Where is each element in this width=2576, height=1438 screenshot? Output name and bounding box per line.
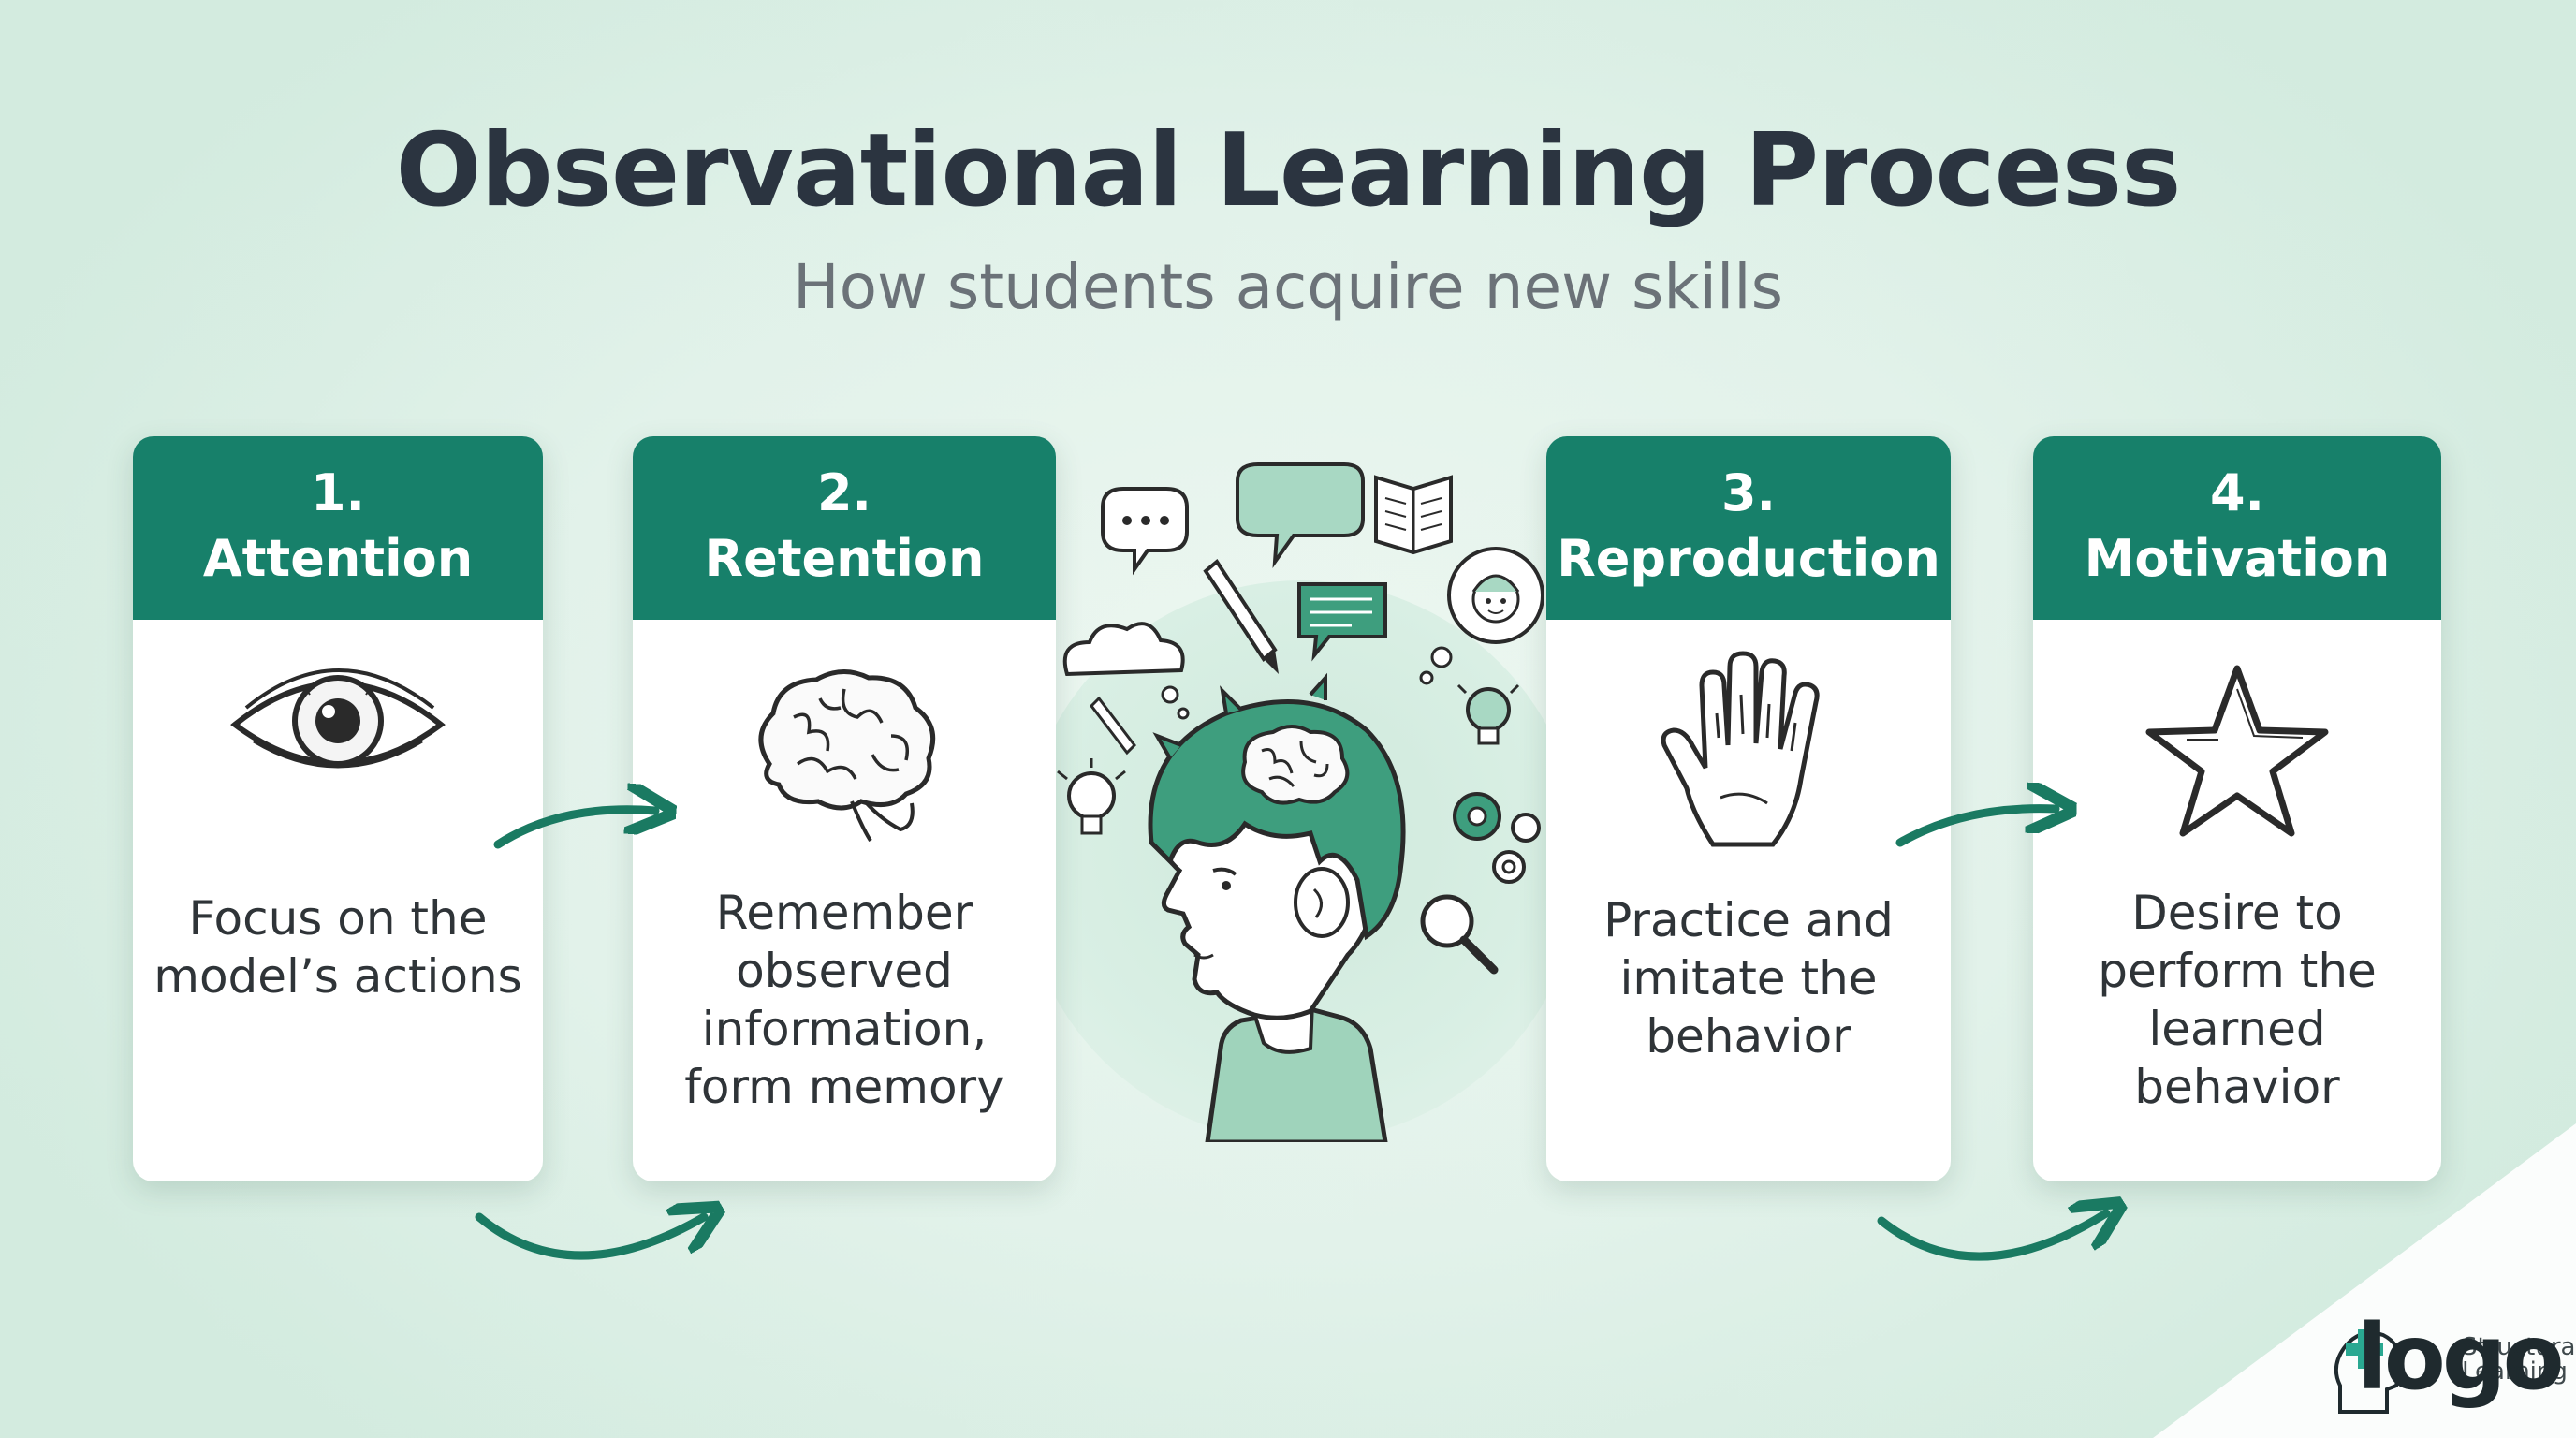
speech-bubble-icon [1236,462,1365,568]
arrow-attention-to-retention-lower [475,1217,704,1260]
brain-icon [633,661,1056,876]
step-number: 4. [2209,463,2265,522]
step-label: Reproduction [1557,529,1940,588]
step-header-attention: 1. Attention [133,436,543,620]
eye-icon [133,652,543,867]
step-number: 1. [310,463,366,522]
step-card-retention: 2. Retention Remember observed informati… [633,436,1056,1181]
arrow-reproduction-to-motivation-upper [1895,809,2056,847]
step-label: Attention [202,529,474,588]
step-number: 2. [816,463,872,522]
cloud-icon [1062,622,1190,720]
child-thought-icon [1419,547,1544,685]
step-description: Practice and imitate the behavior [1603,893,1894,1064]
head-brain-icon [1241,725,1350,805]
chat-dots-icon [1101,487,1189,576]
step-number: 3. [1720,463,1777,522]
lightbulb-icon-right [1456,683,1520,745]
step-header-reproduction: 3. Reproduction [1546,436,1951,620]
step-card-reproduction: 3. Reproduction Practice and imitate the… [1546,436,1951,1181]
message-icon [1297,582,1387,662]
lightbulb-icon [1057,758,1126,835]
star-icon [2033,661,2441,876]
logo-line1: Structural [2462,1333,2576,1361]
step-header-retention: 2. Retention [633,436,1056,620]
arrow-reproduction-to-motivation-lower [1877,1213,2106,1261]
logo-word: logo [2357,1305,2565,1410]
step-card-motivation: 4. Motivation Desire to perform the lear… [2033,436,2441,1181]
page-title: Observational Learning Process [395,112,2182,229]
page-subtitle: How students acquire new skills [792,251,1784,323]
gears-icon [1453,792,1541,884]
step-description: Focus on the model’s actions [154,891,522,1004]
logo-mark-icon [2334,1329,2403,1414]
student-thinking-illustration [1057,462,1544,1142]
step-description: Desire to perform the learned behavior [2098,886,2377,1114]
arrow-attention-to-retention-upper [493,810,655,849]
book-icon [1374,475,1453,555]
structural-learning-logo: logo Structural Learning [2331,1305,2576,1414]
step-description: Remember observed information, form memo… [684,886,1004,1114]
magnifier-icon [1420,894,1499,975]
step-header-motivation: 4. Motivation [2033,436,2441,620]
hand-icon [1546,648,1951,863]
small-pencil-icon [1090,696,1136,756]
logo-text: Structural Learning [2462,1335,2576,1384]
logo-line2: Learning [2462,1357,2568,1386]
step-label: Motivation [2084,529,2391,588]
step-label: Retention [704,529,985,588]
step-card-attention: 1. Attention Focus on the model’s action… [133,436,543,1181]
pencil-icon [1203,559,1279,674]
